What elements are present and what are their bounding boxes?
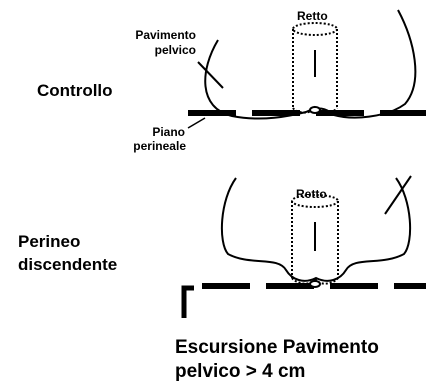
perineal-plane-label-line1: Piano <box>152 125 185 139</box>
control-anal-opening <box>309 106 321 114</box>
caption-line1: Escursione Pavimento <box>175 337 379 358</box>
descending-anal-opening <box>309 280 321 288</box>
control-rectum-label: Retto <box>297 9 328 23</box>
control-panel: Controllo Retto Pavimento pelvico Piano … <box>37 9 426 153</box>
control-rectum-cylinder <box>292 22 338 114</box>
pelvic-floor-label-line2: pelvico <box>155 43 196 57</box>
descending-state-label-line2: discendente <box>18 255 117 274</box>
descending-rectum-cylinder <box>291 194 339 285</box>
descending-pelvic-floor-pointer <box>384 175 412 215</box>
caption-line2: pelvico > 4 cm <box>175 361 305 382</box>
descending-pelvic-floor-outline <box>220 177 412 282</box>
descending-rectum-label: Retto <box>296 187 327 201</box>
descending-panel: Retto Perineo discendente <box>18 175 426 318</box>
control-state-label: Controllo <box>37 81 113 100</box>
control-pelvic-floor-outline <box>204 9 417 120</box>
descending-state-label-line1: Perineo <box>18 232 80 251</box>
pelvic-floor-pointer <box>197 61 224 89</box>
perineal-plane-pointer <box>187 117 206 129</box>
pelvic-floor-label-line1: Pavimento <box>135 28 196 42</box>
excursion-marker <box>181 285 194 318</box>
perineal-plane-label-line2: perineale <box>133 139 186 153</box>
